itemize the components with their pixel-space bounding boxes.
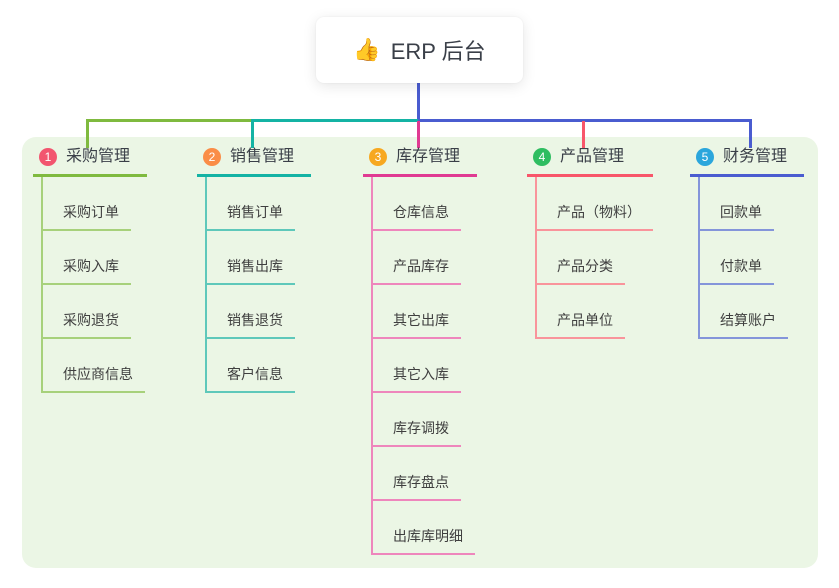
child-node[interactable]: 采购订单 xyxy=(43,177,131,231)
child-label: 销售退货 xyxy=(227,312,283,328)
branch-number-badge: 1 xyxy=(39,148,57,166)
root-label: ERP 后台 xyxy=(390,39,486,64)
child-label: 库存盘点 xyxy=(393,474,449,490)
connector-drop-product xyxy=(582,121,585,148)
child-node[interactable]: 库存调拨 xyxy=(373,393,461,447)
child-node[interactable]: 仓库信息 xyxy=(373,177,461,231)
child-node[interactable]: 出库库明细 xyxy=(373,501,475,555)
child-node[interactable]: 销售出库 xyxy=(207,231,295,285)
branch-product-children: 产品（物料） 产品分类 产品单位 xyxy=(535,177,653,339)
child-node[interactable]: 产品（物料） xyxy=(537,177,653,231)
connector-drop-inventory xyxy=(417,121,420,148)
child-label: 产品单位 xyxy=(557,312,613,328)
child-node[interactable]: 产品库存 xyxy=(373,231,461,285)
child-label: 付款单 xyxy=(720,258,762,274)
branch-finance-children: 回款单 付款单 结算账户 xyxy=(698,177,804,339)
branch-sales-children: 销售订单 销售出库 销售退货 客户信息 xyxy=(205,177,311,393)
branch-number-badge: 2 xyxy=(203,148,221,166)
child-node[interactable]: 采购退货 xyxy=(43,285,131,339)
branch-label: 财务管理 xyxy=(723,148,788,165)
branch-label: 产品管理 xyxy=(560,148,625,165)
connector-bus-blue xyxy=(418,119,752,122)
child-node[interactable]: 回款单 xyxy=(700,177,774,231)
connector-drop-sales xyxy=(251,119,254,148)
child-node[interactable]: 结算账户 xyxy=(700,285,788,339)
branch-purchase-header[interactable]: 1 采购管理 xyxy=(33,147,147,177)
branch-number-badge: 5 xyxy=(696,148,714,166)
thumbs-up-icon: 👍 xyxy=(353,37,381,62)
child-node[interactable]: 销售退货 xyxy=(207,285,295,339)
connector-root-drop xyxy=(417,82,420,121)
child-label: 仓库信息 xyxy=(393,204,449,220)
connector-drop-finance xyxy=(749,119,752,148)
branch-inventory: 3 库存管理 仓库信息 产品库存 其它出库 其它入库 库存调拨 库存盘点 出库库… xyxy=(363,147,477,555)
child-label: 出库库明细 xyxy=(393,528,463,544)
child-label: 产品库存 xyxy=(393,258,449,274)
child-node[interactable]: 销售订单 xyxy=(207,177,295,231)
child-label: 采购入库 xyxy=(63,258,119,274)
branch-number-badge: 3 xyxy=(369,148,387,166)
child-label: 客户信息 xyxy=(227,366,283,382)
child-node[interactable]: 其它出库 xyxy=(373,285,461,339)
connector-bus-green xyxy=(86,119,253,122)
child-node[interactable]: 客户信息 xyxy=(207,339,295,393)
branch-inventory-children: 仓库信息 产品库存 其它出库 其它入库 库存调拨 库存盘点 出库库明细 xyxy=(371,177,477,555)
child-label: 回款单 xyxy=(720,204,762,220)
child-label: 销售订单 xyxy=(227,204,283,220)
child-node[interactable]: 产品单位 xyxy=(537,285,625,339)
branches-panel xyxy=(22,137,818,568)
branch-inventory-header[interactable]: 3 库存管理 xyxy=(363,147,477,177)
branch-sales: 2 销售管理 销售订单 销售出库 销售退货 客户信息 xyxy=(197,147,311,393)
child-label: 供应商信息 xyxy=(63,366,133,382)
child-node[interactable]: 库存盘点 xyxy=(373,447,461,501)
root-node[interactable]: 👍 ERP 后台 xyxy=(316,17,523,83)
child-node[interactable]: 供应商信息 xyxy=(43,339,145,393)
child-label: 库存调拨 xyxy=(393,420,449,436)
child-label: 其它入库 xyxy=(393,366,449,382)
child-node[interactable]: 采购入库 xyxy=(43,231,131,285)
child-label: 结算账户 xyxy=(720,312,776,328)
child-node[interactable]: 产品分类 xyxy=(537,231,625,285)
child-label: 采购退货 xyxy=(63,312,119,328)
child-node[interactable]: 付款单 xyxy=(700,231,774,285)
branch-purchase: 1 采购管理 采购订单 采购入库 采购退货 供应商信息 xyxy=(33,147,147,393)
branch-label: 销售管理 xyxy=(230,148,295,165)
connector-drop-purchase xyxy=(86,119,89,148)
branch-product: 4 产品管理 产品（物料） 产品分类 产品单位 xyxy=(527,147,653,339)
connector-bus-teal xyxy=(253,119,418,122)
branch-finance: 5 财务管理 回款单 付款单 结算账户 xyxy=(690,147,804,339)
child-label: 销售出库 xyxy=(227,258,283,274)
child-label: 产品分类 xyxy=(557,258,613,274)
branch-purchase-children: 采购订单 采购入库 采购退货 供应商信息 xyxy=(41,177,147,393)
branch-label: 库存管理 xyxy=(396,148,461,165)
child-label: 其它出库 xyxy=(393,312,449,328)
child-label: 采购订单 xyxy=(63,204,119,220)
child-label: 产品（物料） xyxy=(557,204,641,220)
branch-finance-header[interactable]: 5 财务管理 xyxy=(690,147,804,177)
child-node[interactable]: 其它入库 xyxy=(373,339,461,393)
branch-sales-header[interactable]: 2 销售管理 xyxy=(197,147,311,177)
branch-label: 采购管理 xyxy=(66,148,131,165)
branch-product-header[interactable]: 4 产品管理 xyxy=(527,147,653,177)
branch-number-badge: 4 xyxy=(533,148,551,166)
